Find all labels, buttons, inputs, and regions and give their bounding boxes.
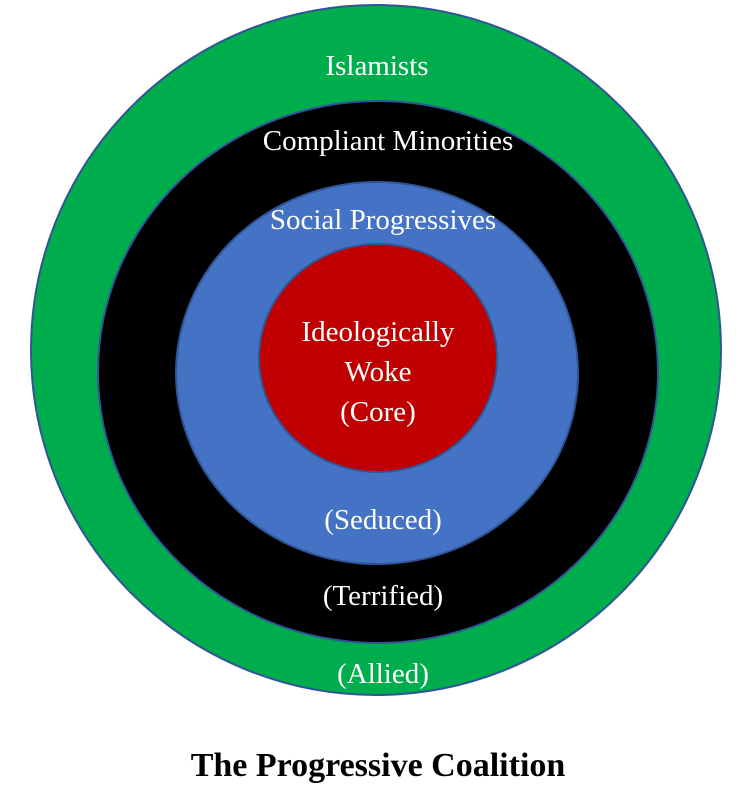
core-label-line-2: Woke <box>344 356 412 388</box>
core-label-line-1: Ideologically <box>301 316 455 348</box>
core-label-line-3: (Core) <box>340 396 416 428</box>
outer-ring-title: Islamists <box>325 50 429 82</box>
second-ring-title: Compliant Minorities <box>262 125 514 157</box>
third-ring-subtitle: (Seduced) <box>324 504 442 536</box>
outer-ring-subtitle: (Allied) <box>337 658 429 690</box>
diagram-caption: The Progressive Coalition <box>190 747 566 784</box>
third-ring-title: Social Progressives <box>269 204 497 236</box>
core-label: Ideologically Woke (Core) <box>301 312 454 432</box>
second-ring-subtitle: (Terrified) <box>322 580 444 612</box>
core-circle-ideologically-woke <box>258 243 498 473</box>
